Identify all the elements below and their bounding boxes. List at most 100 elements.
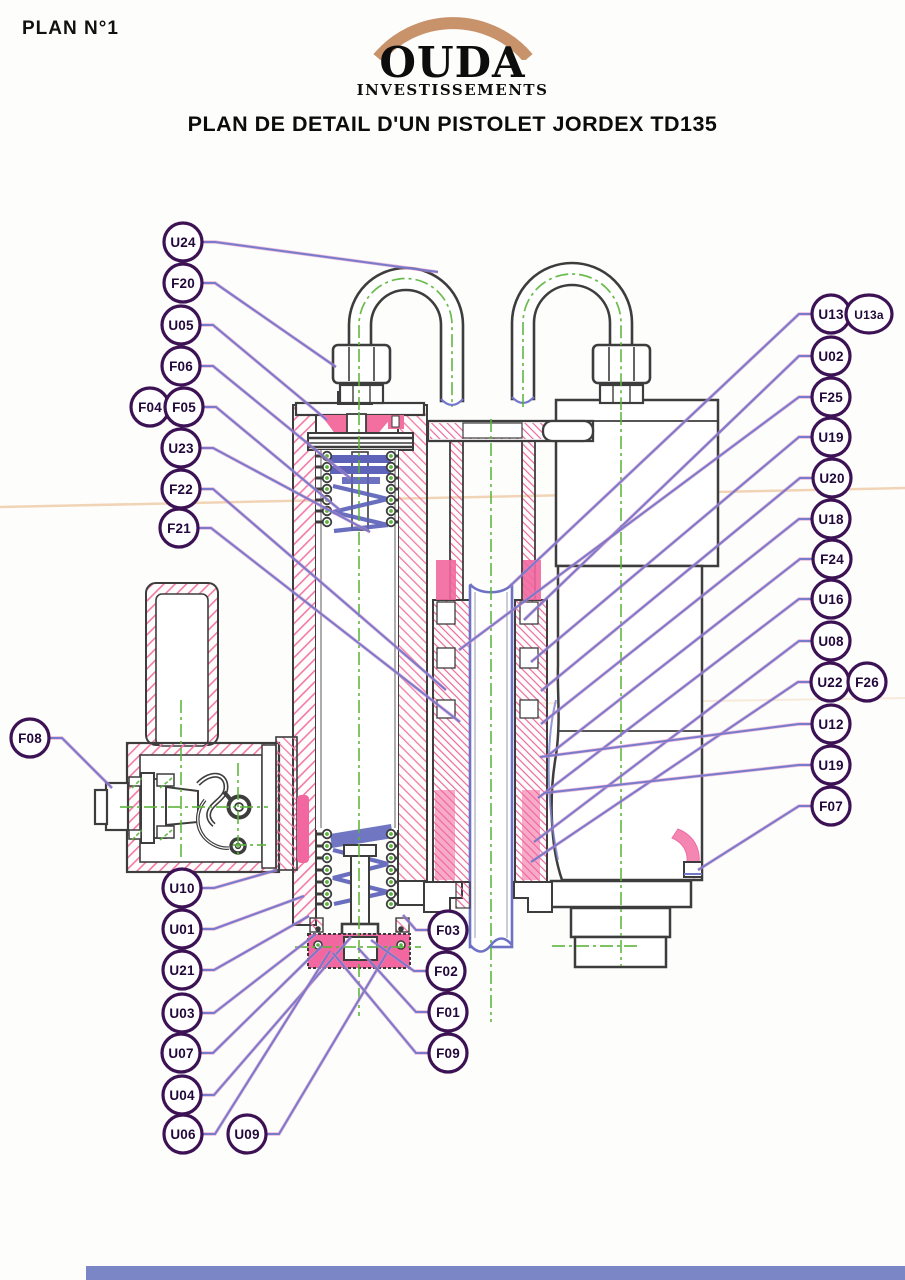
part-label-U05: U05 bbox=[160, 304, 202, 346]
svg-text:F02: F02 bbox=[434, 964, 458, 979]
part-label-F07: F07 bbox=[810, 785, 852, 827]
svg-text:F03: F03 bbox=[436, 923, 460, 938]
part-label-F25: F25 bbox=[810, 376, 852, 418]
part-label-U20: U20 bbox=[811, 457, 853, 499]
lower-spring-assembly bbox=[307, 824, 428, 969]
logo-subtitle: INVESTISSEMENTS bbox=[356, 81, 549, 99]
svg-text:U03: U03 bbox=[169, 1006, 195, 1021]
svg-text:U21: U21 bbox=[169, 963, 195, 978]
part-label-U06: U06 bbox=[162, 1113, 204, 1155]
part-label-F20: F20 bbox=[162, 262, 204, 304]
svg-text:U23: U23 bbox=[168, 441, 194, 456]
part-label-F26: F26 bbox=[846, 661, 888, 703]
part-label-F21: F21 bbox=[158, 507, 200, 549]
svg-text:F22: F22 bbox=[169, 482, 193, 497]
page-title: PLAN DE DETAIL D'UN PISTOLET JORDEX TD13… bbox=[187, 112, 718, 136]
svg-text:F07: F07 bbox=[819, 799, 843, 814]
svg-text:U08: U08 bbox=[818, 634, 844, 649]
svg-text:U13: U13 bbox=[818, 307, 844, 322]
svg-text:F05: F05 bbox=[172, 400, 196, 415]
leader-line-U06 bbox=[200, 950, 332, 1136]
part-label-U07: U07 bbox=[160, 1032, 202, 1074]
svg-text:U24: U24 bbox=[170, 235, 196, 250]
svg-text:U22: U22 bbox=[817, 675, 842, 690]
svg-text:U20: U20 bbox=[819, 471, 844, 486]
part-label-U19: U19 bbox=[810, 744, 852, 786]
part-label-F08: F08 bbox=[9, 717, 51, 759]
logo-name: OUDA bbox=[379, 38, 526, 87]
part-label-F01: F01 bbox=[427, 991, 469, 1033]
leader-line-U21 bbox=[199, 914, 310, 972]
part-label-U16: U16 bbox=[810, 578, 852, 620]
svg-text:U06: U06 bbox=[170, 1127, 196, 1142]
svg-text:U19: U19 bbox=[818, 758, 843, 773]
plan-number: PLAN N°1 bbox=[22, 18, 119, 39]
right-cylinder-body bbox=[547, 398, 720, 969]
svg-text:U04: U04 bbox=[169, 1088, 195, 1103]
part-label-F24: F24 bbox=[811, 538, 853, 580]
part-label-U23: U23 bbox=[160, 427, 202, 469]
svg-text:F08: F08 bbox=[18, 731, 42, 746]
part-label-F09: F09 bbox=[427, 1032, 469, 1074]
svg-text:U07: U07 bbox=[168, 1046, 193, 1061]
trigger-housing bbox=[93, 582, 309, 874]
spout-u-tubes bbox=[331, 261, 652, 407]
svg-text:F20: F20 bbox=[171, 276, 195, 291]
svg-text:U13a: U13a bbox=[854, 308, 884, 322]
svg-text:F26: F26 bbox=[855, 675, 879, 690]
part-label-F02: F02 bbox=[425, 950, 467, 992]
leader-lines bbox=[47, 240, 815, 1136]
svg-text:F06: F06 bbox=[169, 359, 193, 374]
part-label-U09: U09 bbox=[226, 1113, 268, 1155]
part-label-U10: U10 bbox=[161, 867, 203, 909]
part-label-U24: U24 bbox=[162, 221, 204, 263]
svg-text:U10: U10 bbox=[169, 881, 194, 896]
svg-text:U18: U18 bbox=[818, 512, 844, 527]
svg-text:F04: F04 bbox=[138, 400, 162, 415]
part-label-F06: F06 bbox=[160, 345, 202, 387]
centerlines bbox=[120, 273, 640, 1022]
svg-text:U01: U01 bbox=[169, 922, 195, 937]
part-label-U08: U08 bbox=[810, 620, 852, 662]
part-label-F22: F22 bbox=[160, 468, 202, 510]
leader-line-F07 bbox=[697, 804, 814, 872]
upper-spring-assembly bbox=[330, 451, 391, 534]
part-label-U13a: U13a bbox=[844, 293, 894, 335]
logo-arch-icon bbox=[372, 17, 533, 60]
spring-guide-studs bbox=[316, 450, 398, 910]
svg-text:U09: U09 bbox=[234, 1127, 259, 1142]
leader-line-U09 bbox=[264, 945, 393, 1136]
svg-text:F21: F21 bbox=[167, 521, 191, 536]
leader-line-U04 bbox=[199, 935, 353, 1097]
part-label-F05: F05 bbox=[163, 386, 205, 428]
part-label-U12: U12 bbox=[810, 703, 852, 745]
svg-text:U12: U12 bbox=[818, 717, 843, 732]
footer-bar bbox=[86, 1266, 905, 1280]
svg-text:F25: F25 bbox=[819, 390, 843, 405]
part-label-U04: U04 bbox=[161, 1074, 203, 1116]
leader-line-U07 bbox=[198, 944, 324, 1055]
part-label-U13: U13 bbox=[810, 293, 852, 335]
part-label-U02: U02 bbox=[810, 335, 852, 377]
part-label-U21: U21 bbox=[161, 949, 203, 991]
svg-text:U19: U19 bbox=[818, 430, 843, 445]
leader-line-F20 bbox=[200, 281, 337, 369]
svg-text:U05: U05 bbox=[168, 318, 194, 333]
part-label-F03: F03 bbox=[427, 909, 469, 951]
company-logo: OUDA INVESTISSEMENTS bbox=[0, 8, 905, 99]
part-label-U19: U19 bbox=[810, 416, 852, 458]
svg-text:F09: F09 bbox=[436, 1046, 460, 1061]
part-label-U01: U01 bbox=[161, 908, 203, 950]
svg-text:U02: U02 bbox=[818, 349, 843, 364]
svg-text:F01: F01 bbox=[436, 1005, 460, 1020]
part-label-U18: U18 bbox=[810, 498, 852, 540]
part-label-U03: U03 bbox=[161, 992, 203, 1034]
leader-line-F08 bbox=[47, 736, 114, 790]
part-label-F04: F04 bbox=[129, 386, 171, 428]
part-label-U22: U22 bbox=[809, 661, 851, 703]
svg-text:U16: U16 bbox=[818, 592, 844, 607]
svg-text:F24: F24 bbox=[820, 552, 844, 567]
